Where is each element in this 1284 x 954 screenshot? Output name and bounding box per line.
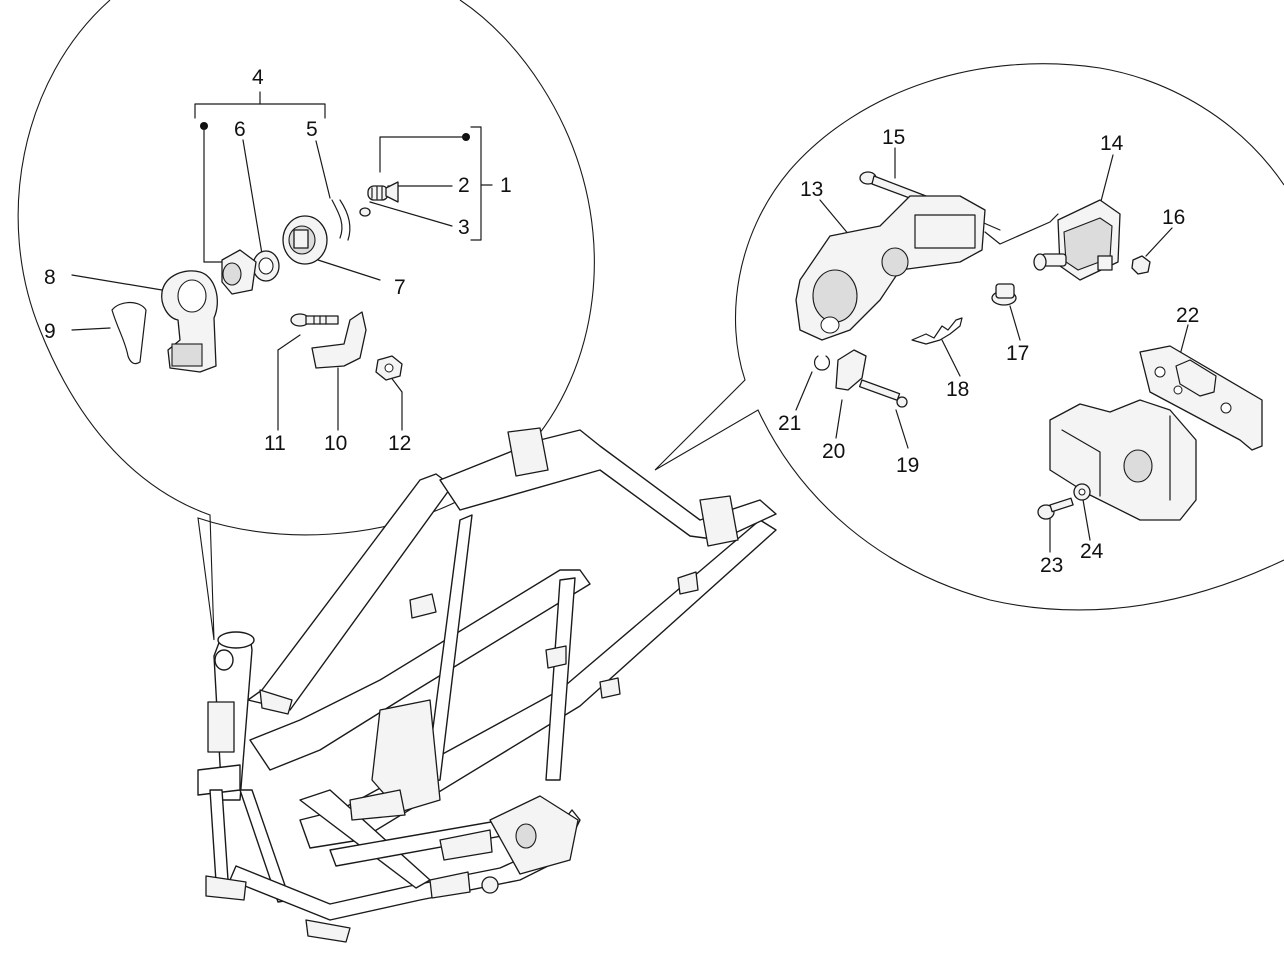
label-12: 12 <box>388 432 411 455</box>
label-11: 11 <box>264 432 286 455</box>
wire-clip-part <box>111 301 147 365</box>
label-8: 8 <box>44 266 56 289</box>
key-cylinder-part <box>367 181 399 203</box>
label-14: 14 <box>1100 132 1124 155</box>
label-17: 17 <box>1006 342 1029 365</box>
spring-clip-part <box>331 199 351 241</box>
label-1: 1 <box>500 174 512 197</box>
left-detail-bubble <box>17 0 595 641</box>
small-nut-part <box>1131 255 1151 275</box>
label-13: 13 <box>800 178 823 201</box>
bracket-1 <box>470 126 493 241</box>
pin-part <box>858 379 908 408</box>
mounting-plate-part <box>1139 345 1263 451</box>
label-19: 19 <box>896 454 919 477</box>
right-detail-bubble <box>654 63 1284 611</box>
label-4: 4 <box>252 66 264 89</box>
washer-part <box>252 250 280 282</box>
cable-line <box>984 213 1059 245</box>
small-washer-part <box>1073 483 1091 501</box>
scooter-frame <box>197 427 777 943</box>
label-5: 5 <box>306 118 318 141</box>
label-18: 18 <box>946 378 969 401</box>
pin-connector-part <box>991 283 1017 306</box>
label-21: 21 <box>778 412 801 435</box>
lever-bracket-part <box>311 311 367 369</box>
main-housing-part <box>795 195 986 341</box>
lock-rotor-part <box>282 215 328 265</box>
screw-part <box>1037 497 1074 520</box>
label-3: 3 <box>458 216 470 239</box>
label-20: 20 <box>822 440 845 463</box>
actuator-part <box>1033 199 1121 281</box>
label-22: 22 <box>1176 304 1199 327</box>
label-2: 2 <box>458 174 470 197</box>
latch-part <box>835 349 867 391</box>
circlip-part <box>813 355 831 371</box>
bracket-4 <box>194 91 326 119</box>
o-ring-part <box>359 207 371 217</box>
bolt-part <box>290 313 339 327</box>
label-7: 7 <box>394 276 406 299</box>
callout-labels: 1 2 3 4 5 6 7 8 9 10 11 12 13 14 15 16 1… <box>44 66 1199 577</box>
label-23: 23 <box>1040 554 1063 577</box>
nut-part <box>375 355 403 381</box>
label-24: 24 <box>1080 540 1104 563</box>
label-9: 9 <box>44 320 56 343</box>
lock-barrel-part <box>221 249 257 295</box>
label-16: 16 <box>1162 206 1185 229</box>
label-10: 10 <box>324 432 347 455</box>
spring-part <box>911 317 963 345</box>
label-6: 6 <box>234 118 246 141</box>
label-15: 15 <box>882 126 905 149</box>
lock-housing-part <box>161 270 218 373</box>
